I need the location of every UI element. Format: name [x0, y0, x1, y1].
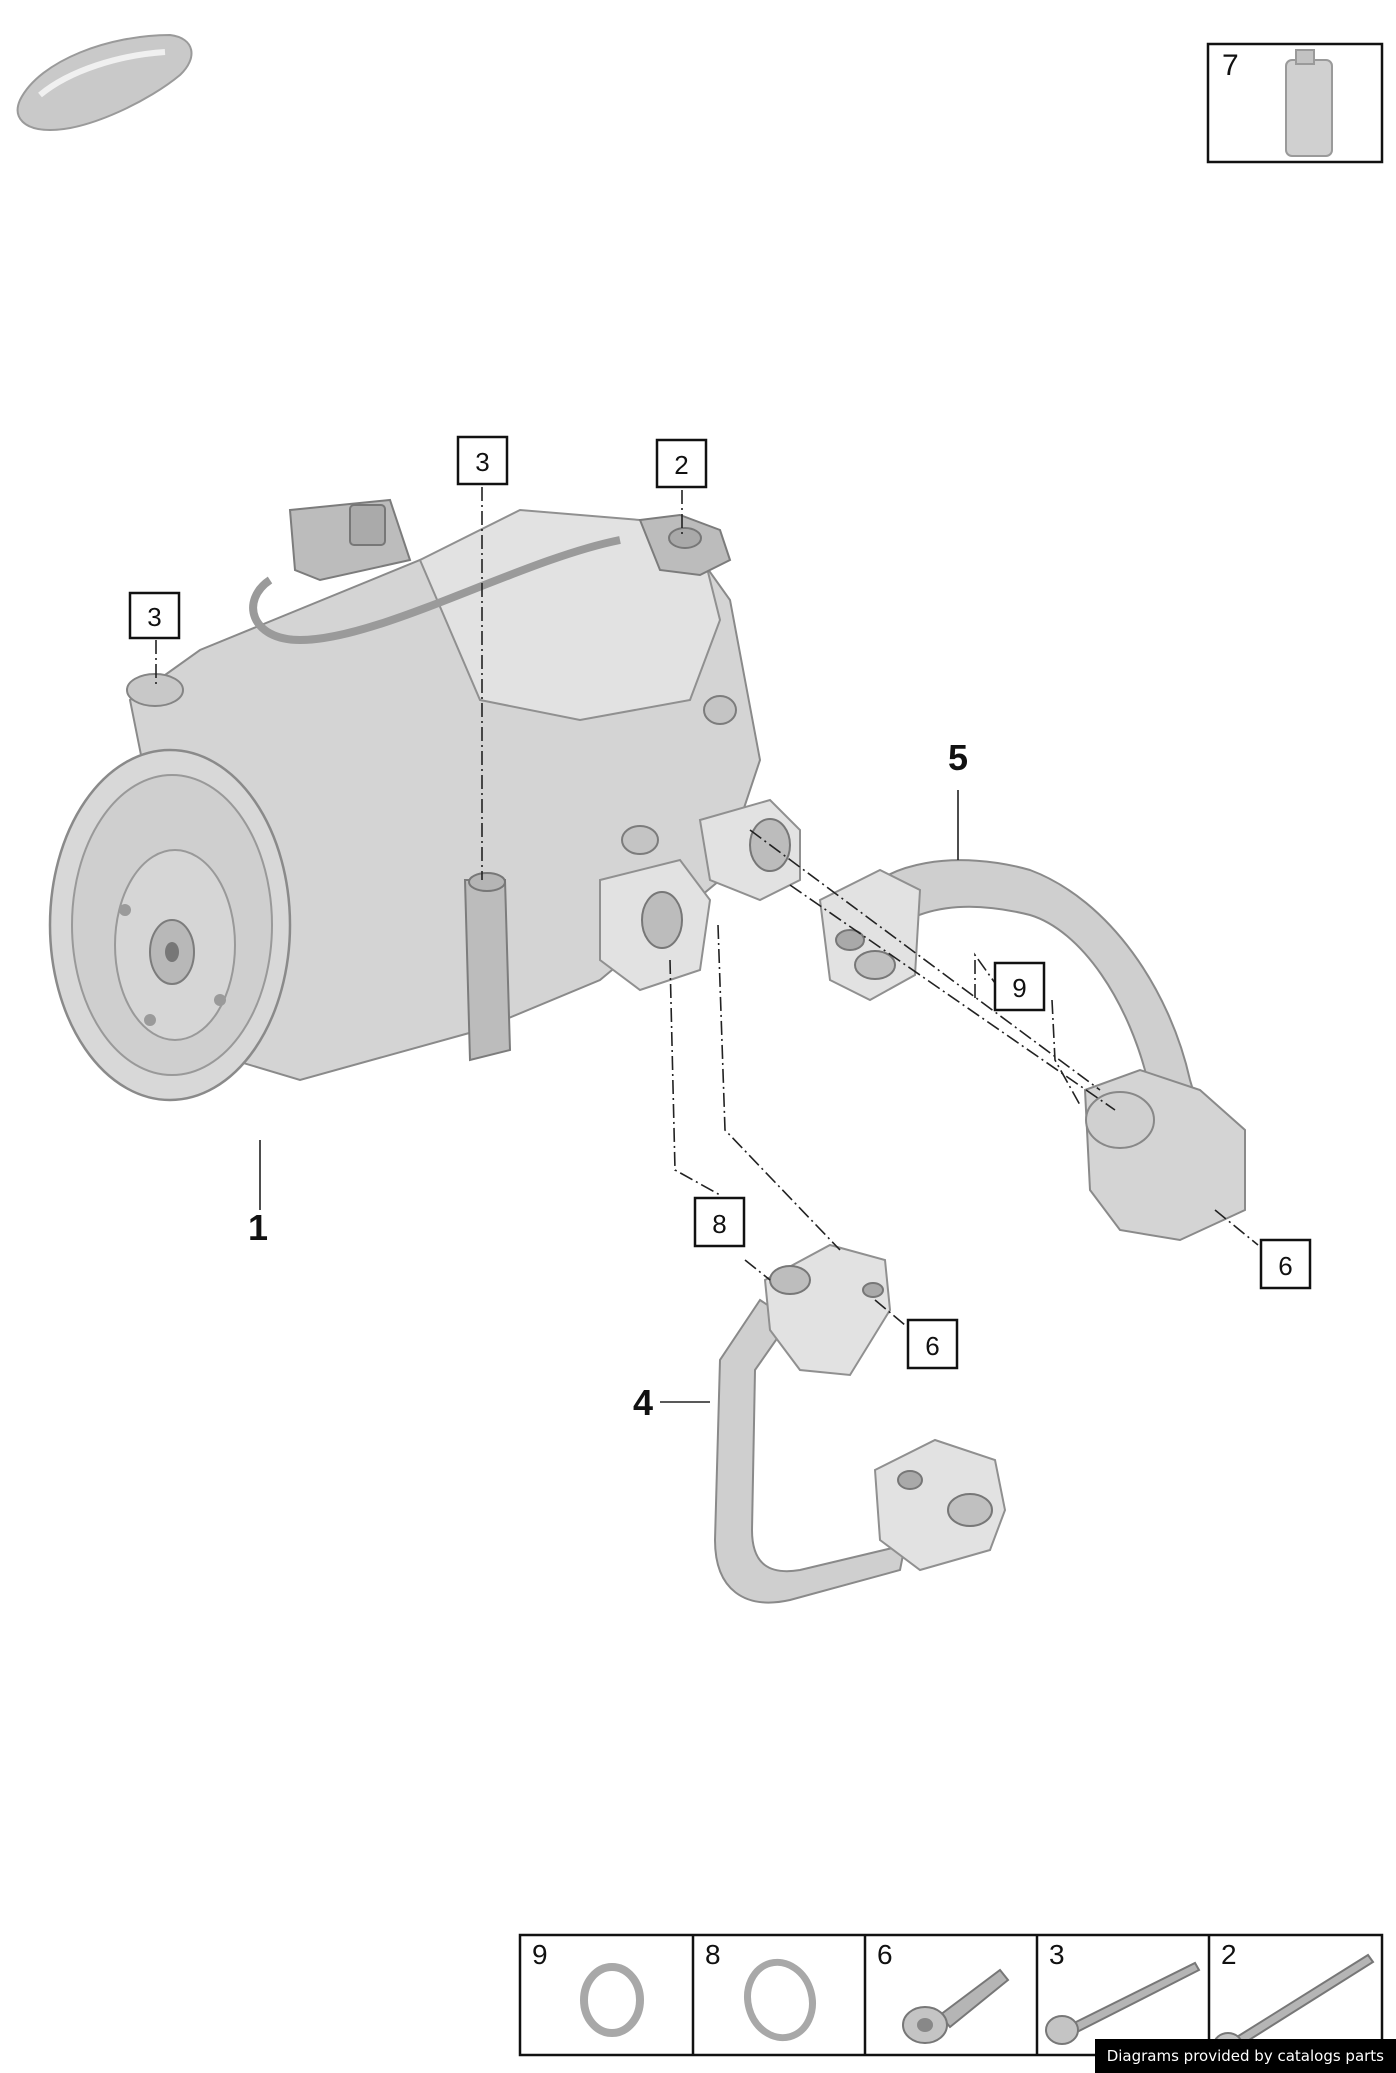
- svg-text:9: 9: [532, 1939, 548, 1970]
- svg-text:2: 2: [1221, 1939, 1237, 1970]
- oil-bottle-icon: [1285, 49, 1333, 157]
- svg-text:6: 6: [877, 1939, 893, 1970]
- callout-3-left[interactable]: 3: [128, 591, 181, 640]
- callout-5[interactable]: 5: [948, 737, 968, 778]
- oring-icon: [744, 1958, 816, 2042]
- callout-1[interactable]: 1: [248, 1207, 268, 1248]
- credit-banner: Diagrams provided by catalogs parts: [1094, 2039, 1396, 2073]
- long-bolt-icon: [1045, 1961, 1201, 2045]
- suction-line-part[interactable]: [818, 859, 1246, 1242]
- oil-bottle-number: 7: [1222, 49, 1239, 82]
- compressor-part[interactable]: [48, 498, 801, 1102]
- callout-8[interactable]: 8: [693, 1196, 746, 1248]
- svg-text:1: 1: [248, 1207, 268, 1248]
- callout-2[interactable]: 2: [655, 438, 708, 489]
- legend-cell-bolt-6[interactable]: 6: [877, 1939, 1010, 2044]
- callout-6-right[interactable]: 6: [1259, 1238, 1312, 1290]
- small-parts-legend: 9 8 6 3 2: [518, 1933, 1384, 2058]
- svg-text:2: 2: [674, 450, 688, 480]
- svg-text:9: 9: [1012, 973, 1026, 1003]
- svg-text:3: 3: [147, 602, 161, 632]
- svg-text:8: 8: [705, 1939, 721, 1970]
- callout-6-lower[interactable]: 6: [906, 1318, 959, 1370]
- oil-bottle-callout[interactable]: 7: [1206, 42, 1384, 164]
- svg-text:6: 6: [1278, 1251, 1292, 1281]
- car-thumbnail-icon: [16, 33, 193, 132]
- svg-text:4: 4: [633, 1382, 653, 1423]
- legend-cell-oring-8[interactable]: 8: [705, 1939, 821, 2045]
- callout-9[interactable]: 9: [993, 961, 1046, 1012]
- callout-4[interactable]: 4: [633, 1382, 653, 1423]
- svg-text:5: 5: [948, 737, 968, 778]
- oring-icon: [580, 1963, 644, 2037]
- pressure-line-part[interactable]: [713, 1243, 1007, 1604]
- svg-text:6: 6: [925, 1331, 939, 1361]
- legend-cell-bolt-3[interactable]: 3: [1045, 1939, 1201, 2045]
- leader-lines: [155, 487, 1259, 1403]
- svg-text:3: 3: [1049, 1939, 1065, 1970]
- svg-text:3: 3: [475, 447, 489, 477]
- legend-cell-oring-9[interactable]: 9: [532, 1939, 644, 2037]
- flange-bolt-icon: [902, 1968, 1010, 2044]
- svg-text:8: 8: [712, 1209, 726, 1239]
- callout-3-mid[interactable]: 3: [456, 435, 509, 486]
